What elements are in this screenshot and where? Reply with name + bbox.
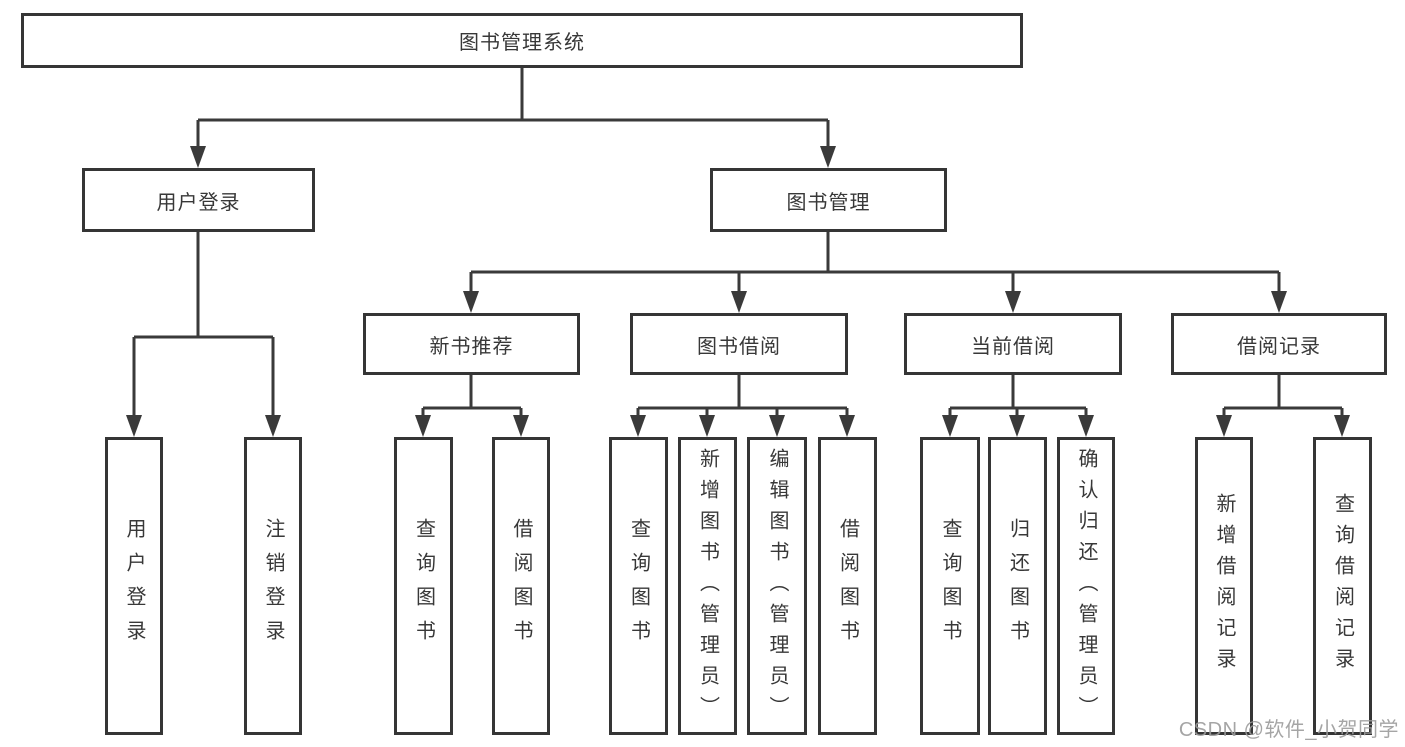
node-book-borrowing: 图书借阅 [630,313,848,375]
watermark: CSDN @软件_小贺同学 [1178,719,1399,741]
leaf-edit-books-admin: 编辑图书（管理员） [747,437,807,735]
leaf-query-books-current: 查询图书 [920,437,980,735]
leaf-return-books: 归还图书 [988,437,1047,735]
node-book-management: 图书管理 [710,168,947,232]
leaf-borrow-books-recommend: 借阅图书 [492,437,550,735]
node-user-login: 用户登录 [82,168,315,232]
node-borrowing-records: 借阅记录 [1171,313,1387,375]
node-current-borrowing: 当前借阅 [904,313,1122,375]
leaf-user-login: 用户登录 [105,437,163,735]
leaf-add-borrow-record: 新增借阅记录 [1195,437,1253,735]
leaf-logout: 注销登录 [244,437,302,735]
arrowheads [126,146,1350,437]
node-library-management-system: 图书管理系统 [21,13,1023,68]
leaf-query-borrow-record: 查询借阅记录 [1313,437,1372,735]
leaf-confirm-return-admin: 确认归还（管理员） [1057,437,1115,735]
node-new-book-recommendation: 新书推荐 [363,313,580,375]
leaf-query-books-recommend: 查询图书 [394,437,453,735]
leaf-add-books-admin: 新增图书（管理员） [678,437,737,735]
leaf-borrow-books: 借阅图书 [818,437,877,735]
leaf-query-books-borrowing: 查询图书 [609,437,668,735]
